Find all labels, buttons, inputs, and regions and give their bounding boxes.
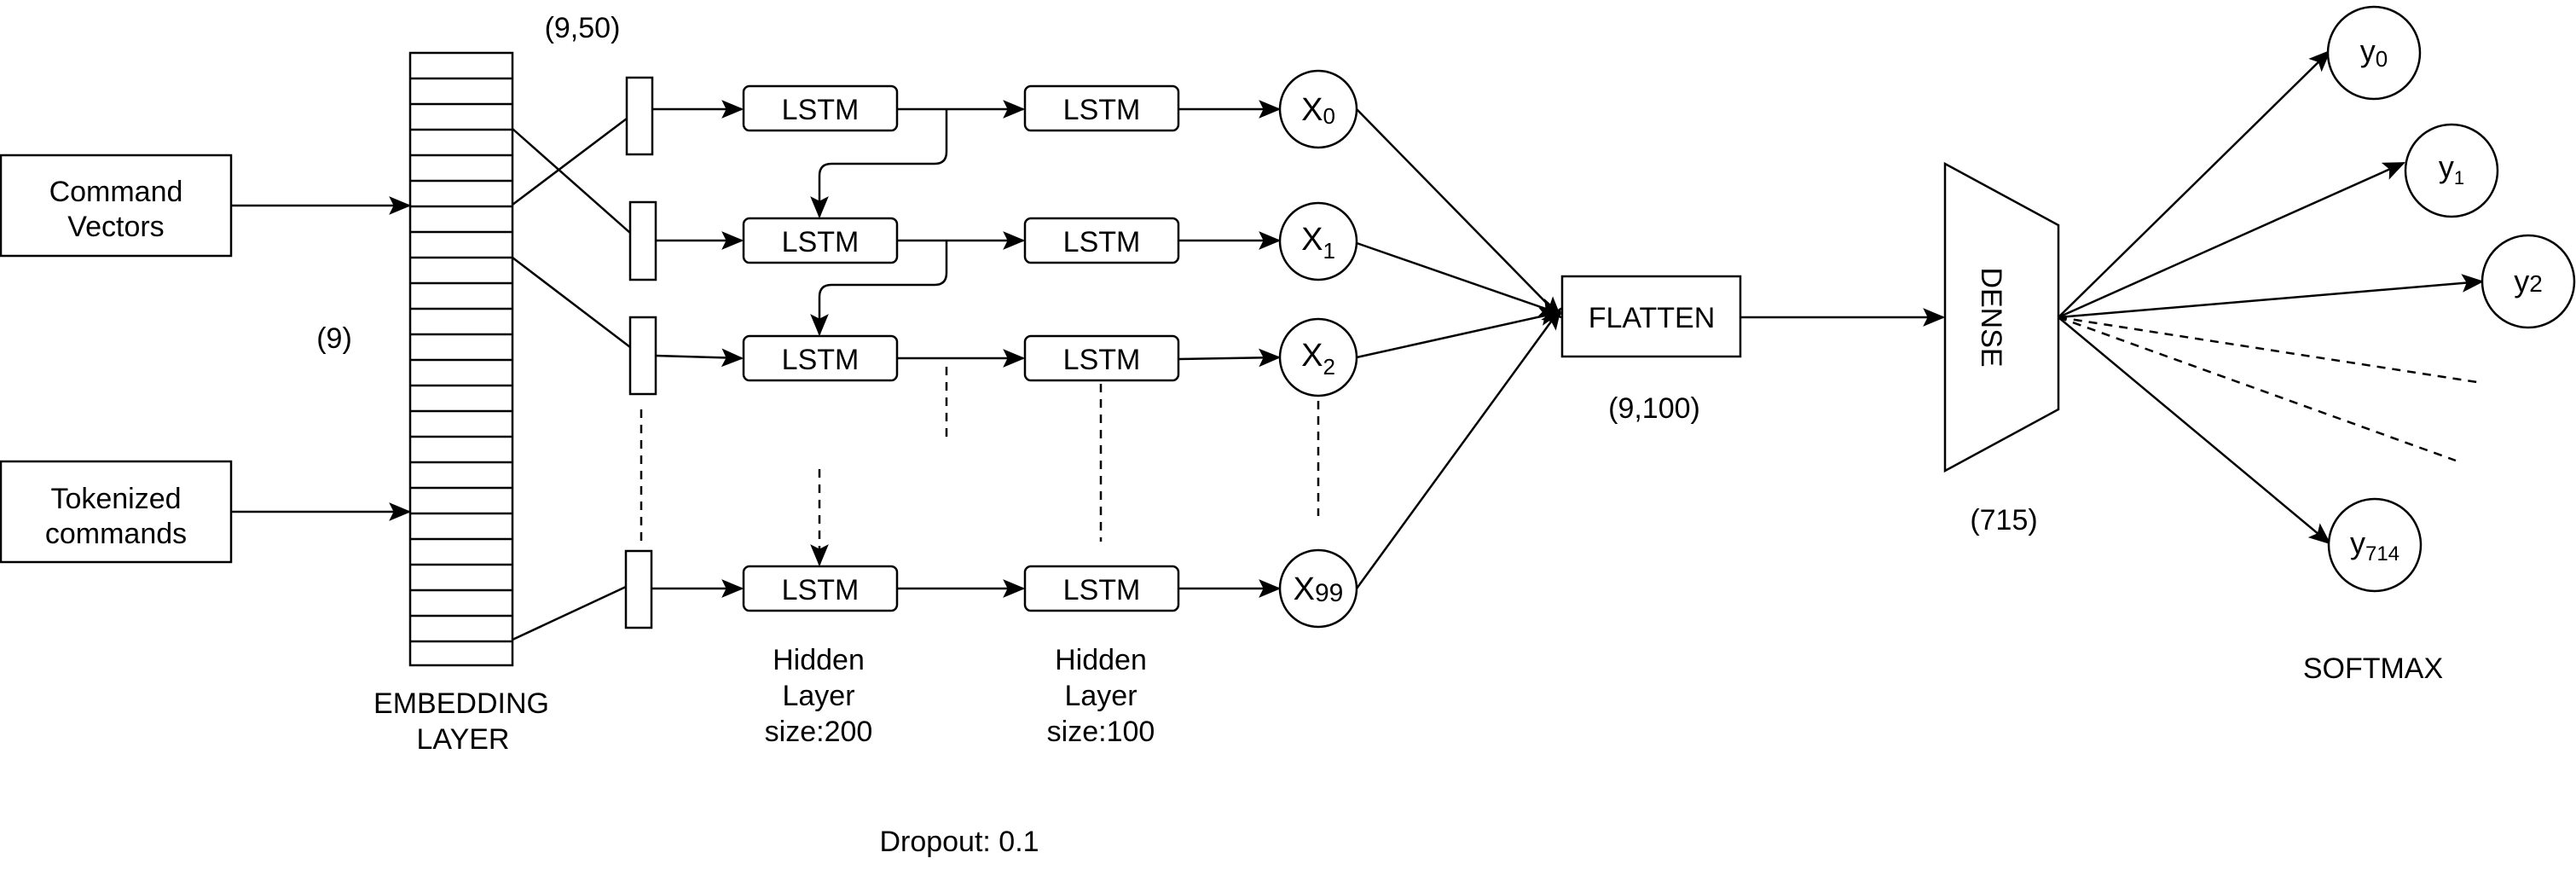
timestep-slice-2 <box>628 316 657 396</box>
dropout-label: Dropout: 0.1 <box>879 826 1039 858</box>
arrow <box>2058 161 2405 319</box>
y-node-2 <box>2480 234 2576 329</box>
flatten-size-label: (9,100) <box>1608 392 1700 425</box>
lstm-label: LSTM <box>782 344 860 376</box>
tokenized-commands-box <box>0 460 233 564</box>
x-node-1 <box>1278 201 1358 281</box>
y-node-714 <box>2327 497 2423 593</box>
command-vectors-label-2: Vectors <box>67 211 164 243</box>
y-node-label: y714 <box>2350 525 2399 565</box>
lstm-label: LSTM <box>782 574 860 606</box>
hidden-layer-2-label-3: size:100 <box>1047 716 1155 748</box>
tokenized-commands-label-2: commands <box>45 518 187 550</box>
x-node-label: X2 <box>1301 338 1335 380</box>
lstm-label: LSTM <box>1063 94 1141 126</box>
timestep-slice-0 <box>625 76 654 156</box>
emb-connection <box>512 585 627 641</box>
arrow <box>1356 108 1562 319</box>
recurrent-arrow-1 <box>810 241 948 337</box>
hidden-layer-2-label-2: Layer <box>1064 680 1137 712</box>
lstm-label: LSTM <box>782 94 860 126</box>
lstm-label: LSTM <box>1063 226 1141 258</box>
dense-size-label: (715) <box>1970 504 2037 536</box>
arrow <box>1356 307 1563 359</box>
emb-connection <box>512 115 631 206</box>
embedding-size-label: (9,50) <box>545 12 621 44</box>
command-vectors-box <box>0 154 233 258</box>
arrow <box>2058 49 2331 318</box>
x-node-label: X99 <box>1294 571 1344 607</box>
x-node-label: X1 <box>1301 222 1335 264</box>
hidden-layer-1-label-3: size:200 <box>765 716 873 748</box>
softmax-label: SOFTMAX <box>2303 652 2443 685</box>
embedding-cells <box>410 77 512 643</box>
dotted-output <box>2058 316 2478 384</box>
hidden-layer-1-label-2: Layer <box>782 680 854 712</box>
embedding-layer-label-2: LAYER <box>417 723 510 756</box>
arrow <box>1355 307 1562 589</box>
lstm-label: LSTM <box>1063 344 1141 376</box>
dense-label: DENSE <box>1975 267 2007 367</box>
y-node-label: y1 <box>2439 149 2464 188</box>
x-node-label: X0 <box>1301 92 1335 129</box>
arrow <box>1356 241 1563 316</box>
timestep-slice-1 <box>628 200 657 281</box>
hidden-layer-1-label-1: Hidden <box>773 644 865 676</box>
command-vectors-label-1: Command <box>49 176 183 208</box>
dense-layer <box>1943 161 2060 473</box>
y-node-0 <box>2326 5 2422 101</box>
embedding-layer-label-1: EMBEDDING <box>373 687 549 720</box>
arrow <box>2058 274 2485 319</box>
y-node-label: y2 <box>2514 264 2543 299</box>
y-node-1 <box>2404 123 2499 218</box>
recurrent-arrow-0 <box>810 109 948 219</box>
hidden-layer-2-label-1: Hidden <box>1055 644 1147 676</box>
timestep-slice-99 <box>624 549 653 629</box>
emb-connection <box>512 257 631 348</box>
arrow <box>2058 316 2331 545</box>
y-node-label: y0 <box>2360 33 2388 72</box>
tokenized-commands-label-1: Tokenized <box>50 483 181 515</box>
arrow <box>1178 348 1282 368</box>
dotted-output <box>2058 316 2457 462</box>
input-size-label: (9) <box>316 322 352 355</box>
flatten-label: FLATTEN <box>1589 302 1716 334</box>
lstm-label: LSTM <box>782 226 860 258</box>
emb-connection <box>512 128 631 234</box>
arrow <box>655 348 744 368</box>
lstm-label: LSTM <box>1063 574 1141 606</box>
